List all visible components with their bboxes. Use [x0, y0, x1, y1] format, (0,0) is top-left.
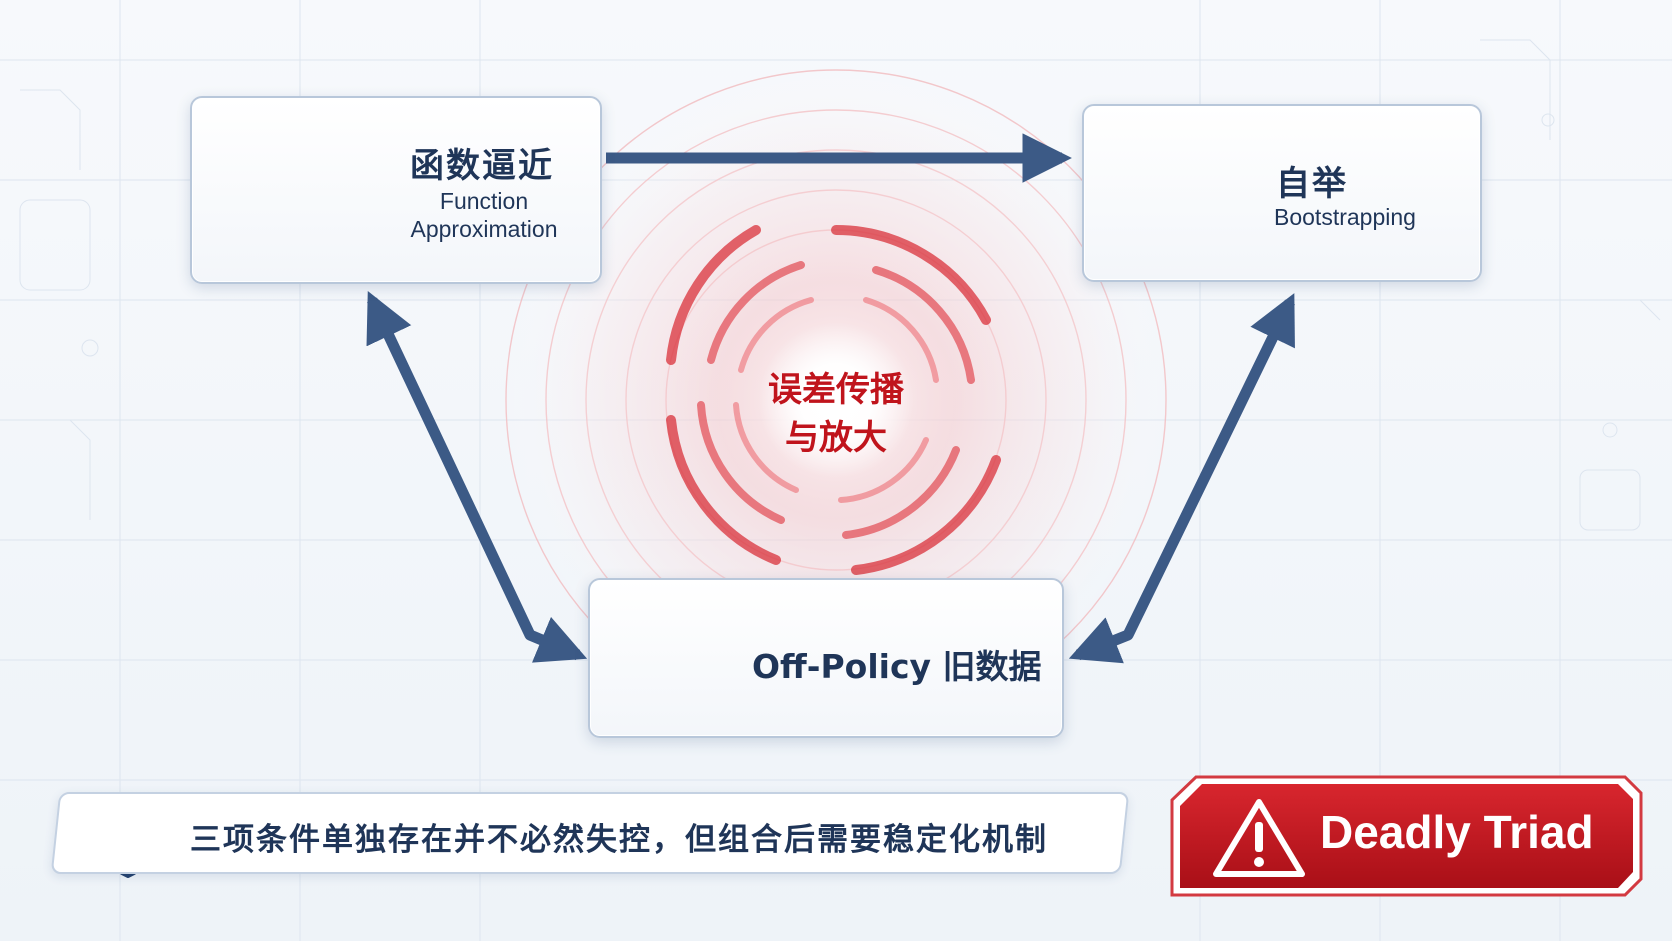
node-function-approximation: [190, 96, 602, 284]
function-approximation-title: 函数逼近: [410, 146, 554, 186]
node-off-policy: [588, 578, 1064, 738]
arrow-fa-offpolicy: [366, 291, 588, 663]
vortex-core: [758, 322, 914, 478]
footer-note-text: 三项条件单独存在并不必然失控，但组合后需要稳定化机制: [190, 822, 1048, 858]
deadly-triad-text: Deadly Triad: [1320, 806, 1594, 858]
bootstrapping-title: 自举: [1276, 164, 1348, 204]
vortex-swirl: [666, 225, 1001, 575]
vortex-label-line2: 与放大: [785, 418, 887, 458]
off-policy-title: Off-Policy 旧数据: [752, 647, 1042, 686]
arrow-bootstrap-offpolicy: [1068, 293, 1295, 664]
function-approximation-subtitle-1: Function: [439, 188, 529, 214]
vortex-label-line1: 误差传播: [768, 370, 904, 410]
arrows: [366, 133, 1295, 664]
node-bootstrapping: [1082, 104, 1482, 282]
function-approximation-subtitle-2: Approximation: [410, 216, 558, 242]
warning-triangle-icon: [1213, 799, 1305, 877]
bootstrapping-subtitle: Bootstrapping: [1274, 204, 1416, 230]
